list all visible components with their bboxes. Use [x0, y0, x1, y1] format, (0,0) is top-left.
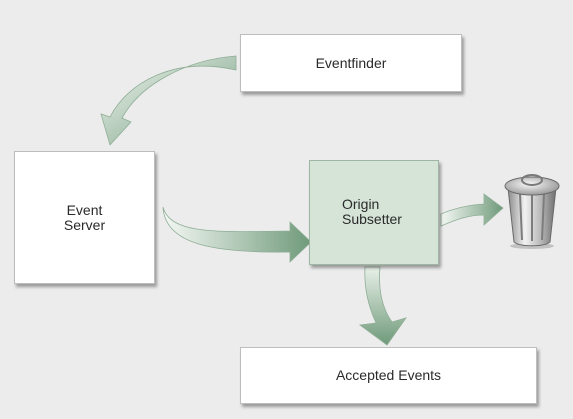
node-event-server: Event Server [14, 151, 155, 284]
arrow-origin-subsetter-to-accepted-events [358, 266, 407, 346]
node-origin-subsetter: Origin Subsetter [309, 160, 439, 265]
node-eventfinder-label: Eventfinder [315, 54, 387, 71]
arrow-event-server-to-origin-subsetter [162, 206, 312, 263]
arrow-origin-subsetter-to-trash [440, 193, 504, 227]
arrow-eventfinder-to-event-server [100, 55, 237, 146]
node-accepted-events-label: Accepted Events [335, 367, 442, 383]
node-accepted-events: Accepted Events [240, 347, 537, 404]
node-eventfinder: Eventfinder [240, 34, 462, 92]
node-event-server-label: Event Server [63, 201, 106, 233]
node-origin-subsetter-label: Origin Subsetter [342, 196, 402, 227]
trash-can-icon [504, 174, 560, 249]
